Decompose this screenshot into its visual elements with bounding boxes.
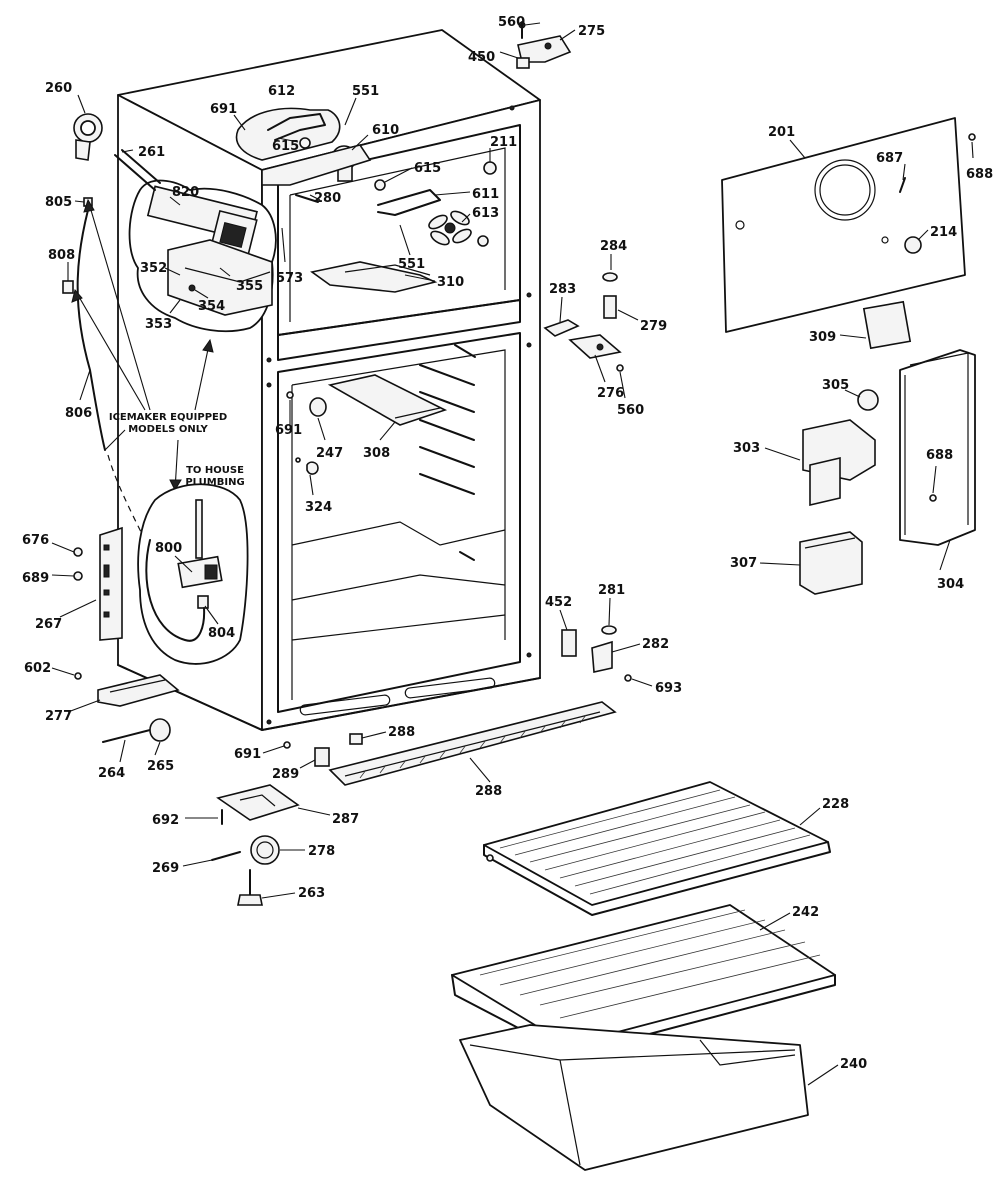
toe-grille [328,701,617,786]
part-label: 288 [388,725,415,740]
part-label: 305 [822,378,849,393]
icemaker-cloud [128,179,277,333]
part-label: 265 [147,759,174,774]
part-label: 687 [876,151,903,166]
part-label: 304 [937,577,964,592]
part-label: 573 [276,271,303,286]
note-arrows [71,198,214,492]
part-label: 806 [65,406,92,421]
part-label: 820 [172,185,199,200]
part-label: 560 [617,403,644,418]
part-label: 804 [208,626,235,641]
part-label: 689 [22,571,49,586]
label-309 [862,300,912,350]
part-label: 267 [35,617,62,632]
part-label: 551 [352,84,379,99]
part-label: 303 [733,441,760,456]
part-label: 800 [155,541,182,556]
part-label: 602 [24,661,51,676]
bottom-parts [74,672,363,906]
part-label: 276 [597,386,624,401]
part-label: 308 [363,446,390,461]
part-label: 610 [372,123,399,138]
part-label: 355 [236,279,263,294]
part-label: 269 [152,861,179,876]
part-label: 281 [598,583,625,598]
plumbing-note: TO HOUSE PLUMBING [185,465,244,488]
leader-lines [51,22,974,1086]
part-label: 289 [272,767,299,782]
part-label: 247 [316,446,343,461]
water-fitting [73,113,161,191]
part-label: 354 [198,299,225,314]
part-label: 612 [268,84,295,99]
part-label: 805 [45,195,72,210]
part-label: 275 [578,24,605,39]
part-label: 278 [308,844,335,859]
part-label: 283 [549,282,576,297]
part-label: 615 [414,161,441,176]
part-label: 287 [332,812,359,827]
part-label: 551 [398,257,425,272]
part-label: 611 [472,187,499,202]
part-label: 211 [490,135,517,150]
part-label: 324 [305,500,332,515]
water-valve-cloud [137,483,249,665]
part-label: 676 [22,533,49,548]
part-label: 277 [45,709,72,724]
fan-blade [428,210,472,246]
note-plumbing-line2: PLUMBING [185,477,244,488]
part-label: 688 [966,167,993,182]
part-label: 353 [145,317,172,332]
part-label: 261 [138,145,165,160]
part-label: 279 [640,319,667,334]
middle-hinge [543,272,624,372]
freezer-controls [235,107,497,293]
part-label: 693 [655,681,682,696]
part-label: 615 [272,139,299,154]
note-icemaker-line1: ICEMAKER EQUIPPED [109,412,227,423]
part-label: 691 [210,102,237,117]
glass-shelf [483,781,831,916]
fresh-food-parts [286,374,448,475]
part-label: 691 [234,747,261,762]
part-label: 560 [498,15,525,30]
crisper-drawer [459,1024,809,1171]
note-icemaker-line2: MODELS ONLY [128,424,208,435]
part-label: 808 [48,248,75,263]
part-label: 691 [275,423,302,438]
part-label: 352 [140,261,167,276]
part-label: 260 [45,81,72,96]
part-labels: 560 275 450 260 691 612 551 610 615 261 … [22,15,993,1072]
part-label: 288 [475,784,502,799]
control-housing [799,349,976,595]
part-label: 214 [930,225,957,240]
part-label: 242 [792,905,819,920]
part-label: 613 [472,206,499,221]
part-label: 228 [822,797,849,812]
part-label: 692 [152,813,179,828]
part-label: 201 [768,125,795,140]
part-label: 452 [545,595,572,610]
part-label: 450 [468,50,495,65]
part-label: 263 [298,886,325,901]
top-hinge [516,21,572,69]
part-label: 240 [840,1057,867,1072]
part-label: 309 [809,330,836,345]
icemaker-note: ICEMAKER EQUIPPED MODELS ONLY [109,412,227,435]
part-label: 282 [642,637,669,652]
part-label: 307 [730,556,757,571]
part-label: 688 [926,448,953,463]
part-label: 284 [600,239,627,254]
side-bracket [73,526,123,641]
note-plumbing-line1: TO HOUSE [186,465,244,476]
part-label: 280 [314,191,341,206]
part-label: 264 [98,766,125,781]
part-label: 310 [437,275,464,290]
lower-hinge [561,625,632,682]
